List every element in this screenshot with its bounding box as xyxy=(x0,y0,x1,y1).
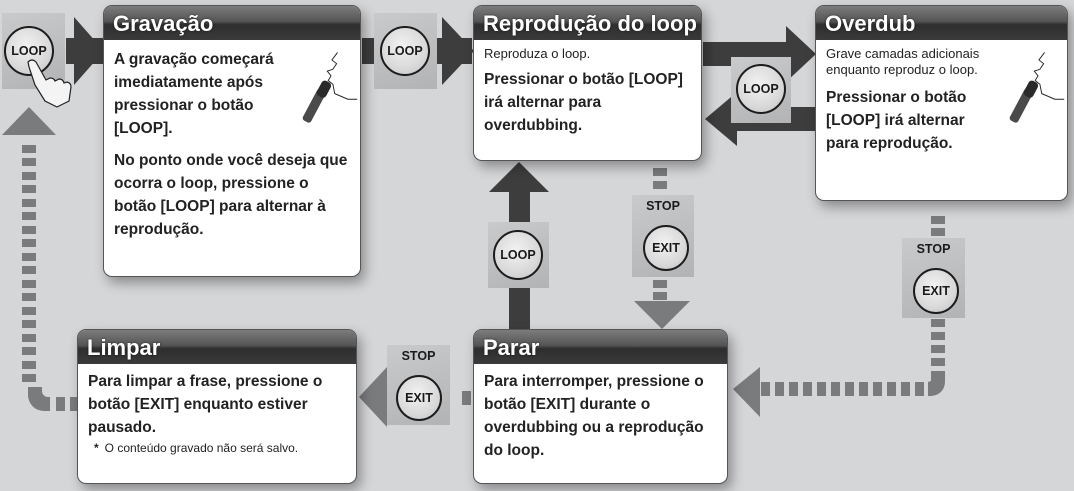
loop-button-overdub-tile: LOOP xyxy=(731,57,791,123)
pressing-finger-icon xyxy=(27,59,72,108)
exit-button-overdub-tile: STOP EXIT xyxy=(902,238,965,318)
card-parar-title: Parar xyxy=(474,330,727,364)
arrow-overdub-to-parar xyxy=(733,216,945,417)
loop-button-parar-to-reproducao[interactable]: LOOP xyxy=(493,230,543,280)
card-reproducao: Reprodução do loop Reproduza o loop. Pre… xyxy=(473,5,702,161)
loop-button-gravacao-tile: LOOP xyxy=(374,13,437,89)
stop-label: STOP xyxy=(646,199,680,213)
exit-button-overdub-to-parar[interactable]: EXIT xyxy=(913,268,959,314)
card-limpar: Limpar Para limpar a frase, pressione o … xyxy=(77,329,357,484)
card-gravacao-title: Gravação xyxy=(104,6,360,40)
arrow-limpar-to-gravacao xyxy=(2,107,79,411)
exit-button-parar-to-limpar[interactable]: EXIT xyxy=(396,375,442,421)
note-marker: * xyxy=(94,441,99,455)
card-reproducao-subtitle: Reproduza o loop. xyxy=(484,46,591,61)
card-overdub-subtitle: Grave camadas adicionais enquanto reprod… xyxy=(826,46,980,77)
card-gravacao-text1: A gravação começará imediatamente após p… xyxy=(114,51,274,137)
exit-button-parar-tile: STOP EXIT xyxy=(387,345,450,425)
exit-button-reproducao-to-parar[interactable]: EXIT xyxy=(643,225,689,271)
card-gravacao: Gravação A gravação começará imediatamen… xyxy=(103,5,361,277)
card-limpar-note: * O conteúdo gravado não será salvo. xyxy=(88,441,346,456)
card-parar: Parar Para interromper, pressione o botã… xyxy=(473,329,728,484)
stop-label: STOP xyxy=(401,349,436,363)
card-reproducao-title: Reprodução do loop xyxy=(474,6,701,40)
loop-button-parar-tile: LOOP xyxy=(488,222,549,288)
singer-microphone-icon xyxy=(1009,52,1065,123)
loop-button-gravacao-to-reproducao[interactable]: LOOP xyxy=(380,26,430,76)
card-overdub-text: Pressionar o botão [LOOP] irá alternar p… xyxy=(826,89,967,152)
card-overdub: Overdub Grave camadas adicionais enquant… xyxy=(815,5,1068,201)
note-text: O conteúdo gravado não será salvo. xyxy=(104,441,299,455)
card-limpar-text: Para limpar a frase, pressione o botão [… xyxy=(88,373,323,436)
arrow-reproducao-to-parar xyxy=(634,168,690,329)
loop-button-reproducao-overdub[interactable]: LOOP xyxy=(736,64,786,114)
card-limpar-title: Limpar xyxy=(78,330,356,364)
singer-microphone-icon xyxy=(302,52,358,123)
exit-button-reproducao-tile: STOP EXIT xyxy=(632,195,694,277)
stop-label: STOP xyxy=(916,242,951,256)
card-overdub-title: Overdub xyxy=(816,6,1067,40)
arrow-start-to-gravacao xyxy=(66,17,106,85)
card-gravacao-text2: No ponto onde você deseja que ocorra o l… xyxy=(114,152,348,238)
card-reproducao-text: Pressionar o botão [LOOP] irá alternar p… xyxy=(484,71,683,134)
card-parar-text: Para interromper, pressione o botão [EXI… xyxy=(484,373,704,459)
